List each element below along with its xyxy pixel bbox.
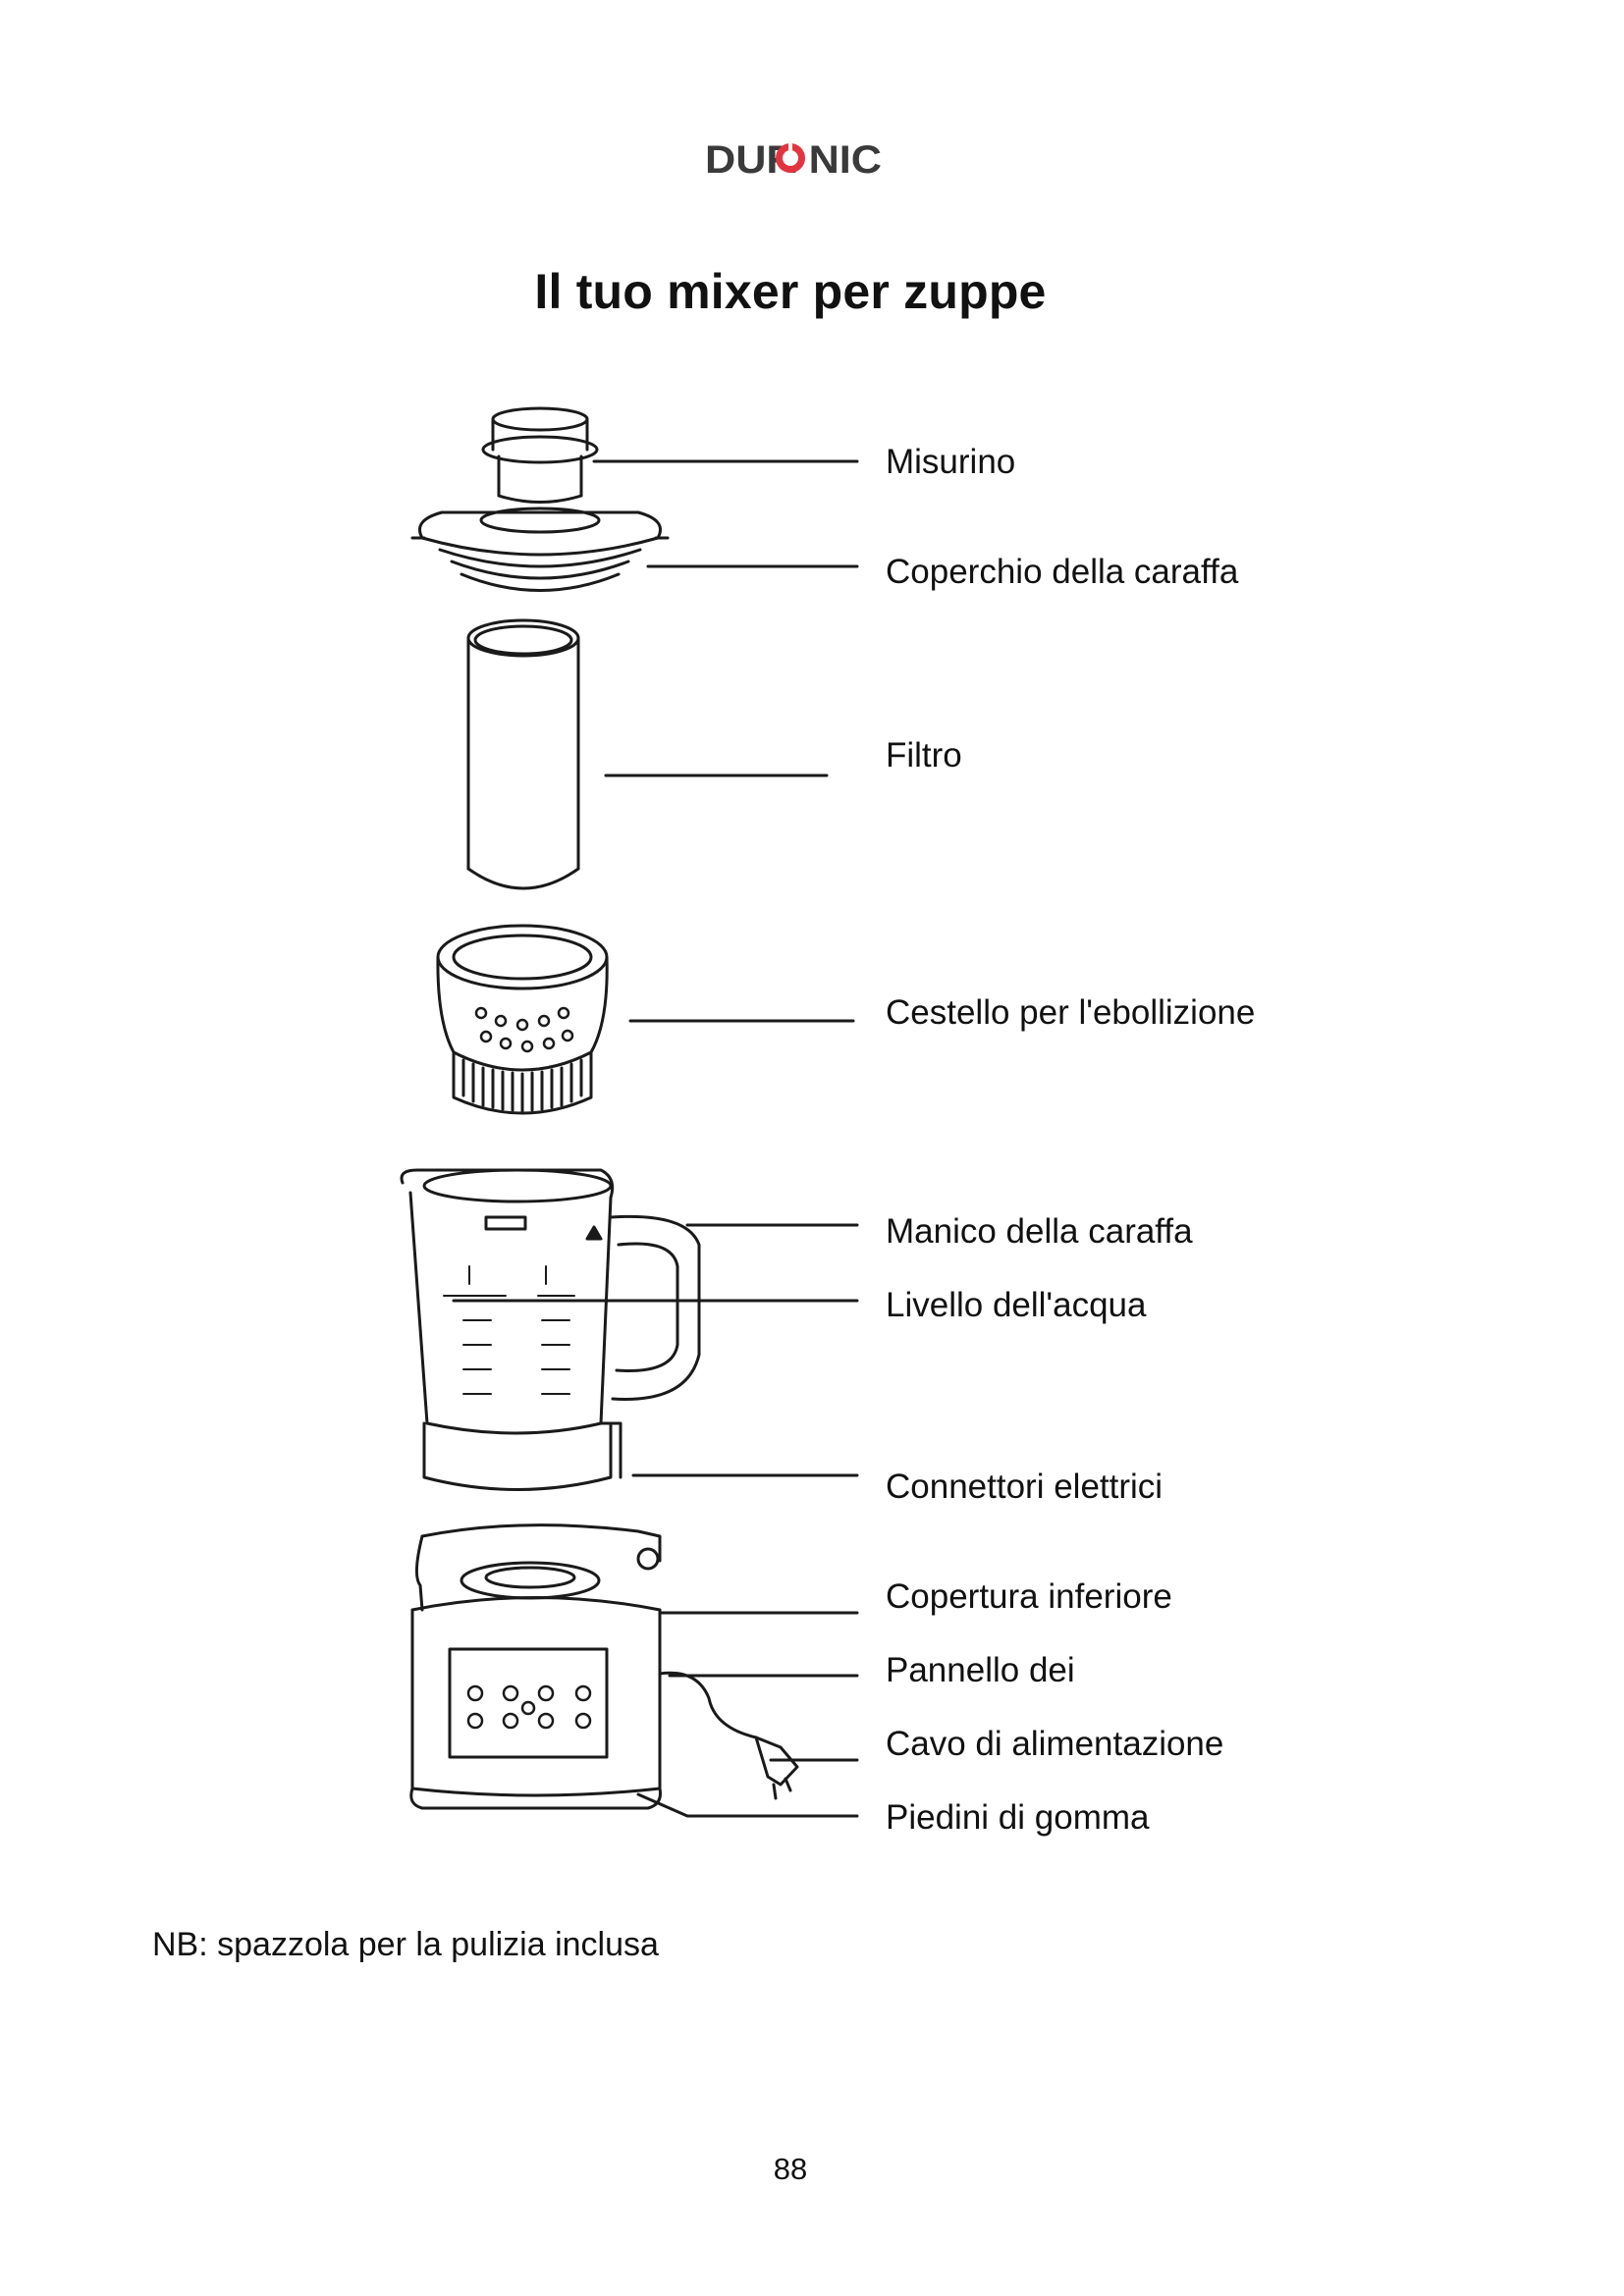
- label-piedini: Piedini di gomma: [886, 1798, 1149, 1838]
- label-connettori: Connettori elettrici: [886, 1468, 1163, 1507]
- label-filtro: Filtro: [886, 736, 962, 775]
- label-misurino: Misurino: [886, 443, 1015, 482]
- page-number: 88: [0, 2152, 1581, 2187]
- boiling-basket-drawing: [438, 926, 607, 1113]
- note-text: NB: spazzola per la pulizia inclusa: [152, 1926, 659, 1964]
- label-coperchio: Coperchio della caraffa: [886, 553, 1238, 592]
- leader-lines: [454, 461, 857, 1816]
- base-unit-drawing: [411, 1525, 797, 1808]
- jug-drawing: [402, 1170, 699, 1490]
- label-livello: Livello dell'acqua: [886, 1286, 1146, 1325]
- label-manico: Manico della caraffa: [886, 1212, 1193, 1252]
- filter-drawing: [468, 620, 578, 888]
- label-cestello: Cestello per l'ebollizione: [886, 993, 1255, 1033]
- lid-drawing: [412, 508, 668, 591]
- label-pannello: Pannello dei: [886, 1651, 1075, 1690]
- label-copertura: Copertura inferiore: [886, 1577, 1172, 1617]
- measuring-cup-drawing: [483, 408, 597, 503]
- label-cavo: Cavo di alimentazione: [886, 1725, 1223, 1764]
